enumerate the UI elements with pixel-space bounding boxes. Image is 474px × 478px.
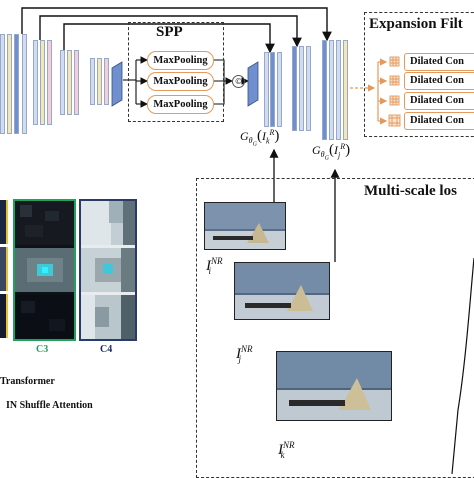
feature-bar [33, 40, 38, 125]
image-to-generator-arrows [269, 148, 340, 262]
generator-label-k: GθG(IkR) [240, 128, 280, 148]
feature-bar [329, 40, 334, 140]
input-image-i [204, 202, 286, 250]
maxpool-3: MaxPooling [147, 95, 214, 114]
feature-bar [0, 34, 5, 134]
feature-bar [292, 46, 297, 131]
c4-heatmap [81, 201, 135, 339]
maxpool-2: MaxPooling [147, 72, 214, 91]
feature-bar [97, 58, 102, 105]
feature-bar [60, 50, 65, 115]
feature-bar [299, 46, 304, 131]
expansion-branch-arrows [377, 58, 388, 125]
expansion-filter-module [364, 12, 474, 137]
maxpool-1: MaxPooling [147, 51, 214, 70]
dilated-conv-2: Dilated Con [404, 72, 474, 90]
c4-label: C4 [100, 344, 113, 355]
feature-bar [7, 34, 12, 134]
feature-bar [336, 40, 341, 140]
dilated-conv-1: Dilated Con [404, 53, 474, 71]
attention-cell [0, 247, 8, 291]
input-image-j [234, 262, 330, 320]
generator-label-j: GθG(IjR) [312, 142, 351, 162]
feature-bar [67, 50, 72, 115]
attention-cell [0, 200, 8, 244]
feature-bar [270, 52, 275, 127]
spp-module [128, 22, 224, 122]
expansion-title: Expansion Filt [369, 16, 463, 32]
feature-bar [264, 52, 269, 127]
c3-heatmap [15, 201, 74, 339]
kernel-icons [388, 56, 401, 127]
skip-connection-arrows [21, 7, 332, 54]
dilated-conv-3: Dilated Con [404, 92, 474, 110]
feature-bar [306, 46, 311, 131]
input-image-k [276, 351, 392, 421]
feature-bar [277, 52, 282, 127]
c3-label: C3 [36, 344, 49, 355]
concat-icon: © [232, 75, 245, 88]
spp-output-3d-block [247, 61, 259, 107]
image-label-k: INRk [278, 440, 295, 460]
spp-title: SPP [156, 24, 183, 40]
multiscale-curve [451, 257, 474, 474]
feature-bar [90, 58, 95, 105]
feature-bar [40, 40, 45, 125]
feature-bar [14, 34, 19, 134]
multiscale-title: Multi-scale los [364, 183, 457, 199]
attention-cell [0, 294, 8, 338]
feature-bar [343, 40, 348, 140]
feature-bar [74, 50, 79, 115]
legend-in-shuffle-attention: IN Shuffle Attention [6, 400, 93, 411]
encoder-3d-block [111, 61, 123, 107]
image-label-i: INRi [206, 256, 223, 276]
feature-bar [104, 58, 109, 105]
image-label-j: INRj [236, 344, 253, 364]
feature-bar [322, 40, 327, 140]
dilated-conv-4: Dilated Con [404, 112, 474, 130]
feature-bar [22, 34, 27, 134]
feature-bar [47, 40, 52, 125]
legend-transformer: Transformer [0, 376, 55, 387]
